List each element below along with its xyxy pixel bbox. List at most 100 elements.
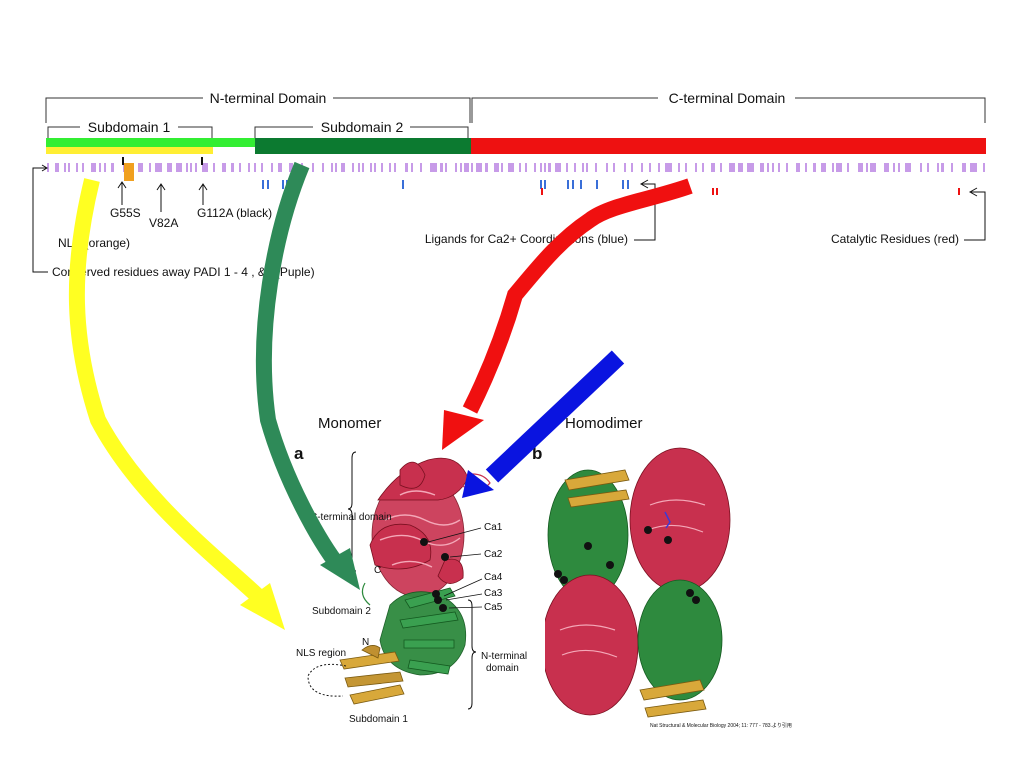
ligands-label: Ligands for Ca2+ Coordinations (blue) bbox=[425, 232, 628, 246]
conserved-residue-tick bbox=[548, 163, 551, 172]
conserved-residue-tick bbox=[796, 163, 800, 172]
calcium-ligand-tick bbox=[627, 180, 629, 189]
ca1-label: Ca1 bbox=[484, 522, 503, 533]
catalytic-residue-tick bbox=[716, 188, 718, 195]
conserved-residue-tick bbox=[248, 163, 250, 172]
conserved-residue-tick bbox=[222, 163, 226, 172]
conserved-residue-tick bbox=[927, 163, 929, 172]
homodimer-title: Homodimer bbox=[565, 415, 643, 432]
conserved-residue-ticks bbox=[47, 163, 985, 172]
conserved-residue-tick bbox=[983, 163, 985, 172]
conserved-residue-tick bbox=[420, 163, 422, 172]
conserved-residue-tick bbox=[720, 163, 722, 172]
ca4-label: Ca4 bbox=[484, 572, 503, 583]
monomer-c-terminal-ribbon bbox=[369, 457, 469, 598]
monomer-subdomain2-ribbon bbox=[379, 587, 467, 676]
conserved-residue-tick bbox=[525, 163, 527, 172]
conserved-residue-tick bbox=[951, 163, 953, 172]
yellow-arrow bbox=[68, 178, 285, 630]
subdomain2-label: Subdomain 2 bbox=[321, 119, 404, 135]
conserved-residue-tick bbox=[678, 163, 680, 172]
conserved-residue-tick bbox=[64, 163, 66, 172]
conserved-residue-tick bbox=[445, 163, 447, 172]
conserved-residue-tick bbox=[464, 163, 469, 172]
conserved-residue-tick bbox=[254, 163, 256, 172]
conserved-residue-tick bbox=[55, 163, 59, 172]
conserved-residue-tick bbox=[485, 163, 488, 172]
n-terminal-bracket bbox=[45, 97, 471, 123]
calcium-ligand-tick bbox=[540, 180, 542, 189]
conserved-residue-tick bbox=[685, 163, 687, 172]
conserved-residue-tick bbox=[231, 163, 234, 172]
conserved-residue-tick bbox=[631, 163, 633, 172]
n-terminal-struct-line1: N-terminal bbox=[481, 651, 527, 662]
conserved-residue-tick bbox=[278, 163, 282, 172]
conserved-residue-tick bbox=[394, 163, 396, 172]
subdomain1-struct-label: Subdomain 1 bbox=[349, 714, 408, 725]
homodimer-gold-1 bbox=[564, 469, 630, 508]
panel-a-label: a bbox=[294, 444, 304, 463]
conserved-residue-tick bbox=[104, 163, 106, 172]
conserved-residue-tick bbox=[389, 163, 391, 172]
subdomain2-bracket bbox=[254, 126, 469, 140]
conserved-residue-tick bbox=[805, 163, 807, 172]
n-terminus-label: N bbox=[362, 637, 369, 648]
conserved-residue-tick bbox=[341, 163, 345, 172]
conserved-bracket bbox=[32, 164, 48, 273]
monomer-title: Monomer bbox=[318, 415, 381, 432]
nls-orange-marker bbox=[124, 163, 134, 181]
conserved-residue-tick bbox=[586, 163, 588, 172]
ca-pointers bbox=[427, 527, 483, 609]
conserved-residue-tick bbox=[370, 163, 372, 172]
conserved-residue-tick bbox=[941, 163, 944, 172]
conserved-residue-tick bbox=[190, 163, 192, 172]
conserved-residue-tick bbox=[508, 163, 514, 172]
calcium-ligand-tick bbox=[567, 180, 569, 189]
catalytic-residue-ticks bbox=[541, 188, 960, 195]
conserved-residue-tick bbox=[760, 163, 764, 172]
g112a-label: G112A (black) bbox=[197, 206, 272, 220]
c-terminal-domain-label: C-terminal Domain bbox=[669, 90, 786, 106]
conserved-residue-tick bbox=[82, 163, 84, 172]
blue-arrow bbox=[462, 350, 625, 498]
conserved-residue-tick bbox=[866, 163, 868, 172]
panel-b-label: b bbox=[532, 444, 542, 463]
conserved-residue-tick bbox=[176, 163, 182, 172]
conserved-residue-tick bbox=[858, 163, 863, 172]
conserved-residue-tick bbox=[411, 163, 413, 172]
conserved-residue-tick bbox=[534, 163, 536, 172]
calcium-ligand-tick bbox=[572, 180, 574, 189]
c-terminal-bracket bbox=[471, 97, 986, 123]
conserved-residue-tick bbox=[381, 163, 383, 172]
calcium-ligand-tick bbox=[580, 180, 582, 189]
conserved-residue-tick bbox=[624, 163, 626, 172]
conserved-residue-tick bbox=[544, 163, 546, 172]
conserved-residue-tick bbox=[555, 163, 561, 172]
conserved-residue-tick bbox=[362, 163, 364, 172]
subdomain2-struct-label: Subdomain 2 bbox=[312, 606, 371, 617]
conserved-residue-tick bbox=[813, 163, 816, 172]
conserved-residue-tick bbox=[239, 163, 241, 172]
conserved-residue-tick bbox=[76, 163, 78, 172]
calcium-ligand-tick bbox=[622, 180, 624, 189]
conserved-residue-tick bbox=[202, 163, 208, 172]
g55s-label: G55S bbox=[110, 206, 141, 220]
catalytic-residue-tick bbox=[541, 188, 543, 195]
conserved-residue-tick bbox=[68, 163, 70, 172]
calcium-ligand-tick bbox=[596, 180, 598, 189]
calcium-ligand-ticks bbox=[262, 180, 629, 189]
conserved-residue-tick bbox=[111, 163, 114, 172]
structure-figure: Monomer Homodimer a b bbox=[294, 415, 792, 729]
conserved-residue-tick bbox=[405, 163, 408, 172]
conserved-residue-tick bbox=[455, 163, 457, 172]
conserved-residue-tick bbox=[322, 163, 324, 172]
conserved-residue-tick bbox=[658, 163, 660, 172]
conserved-residue-tick bbox=[884, 163, 889, 172]
ligands-bracket bbox=[634, 179, 656, 241]
conserved-residue-tick bbox=[747, 163, 754, 172]
conserved-residue-tick bbox=[335, 163, 337, 172]
monomer-subdomain1-ribbon bbox=[339, 645, 405, 705]
homodimer-crimson-1 bbox=[545, 574, 639, 716]
conserved-residue-tick bbox=[91, 163, 96, 172]
